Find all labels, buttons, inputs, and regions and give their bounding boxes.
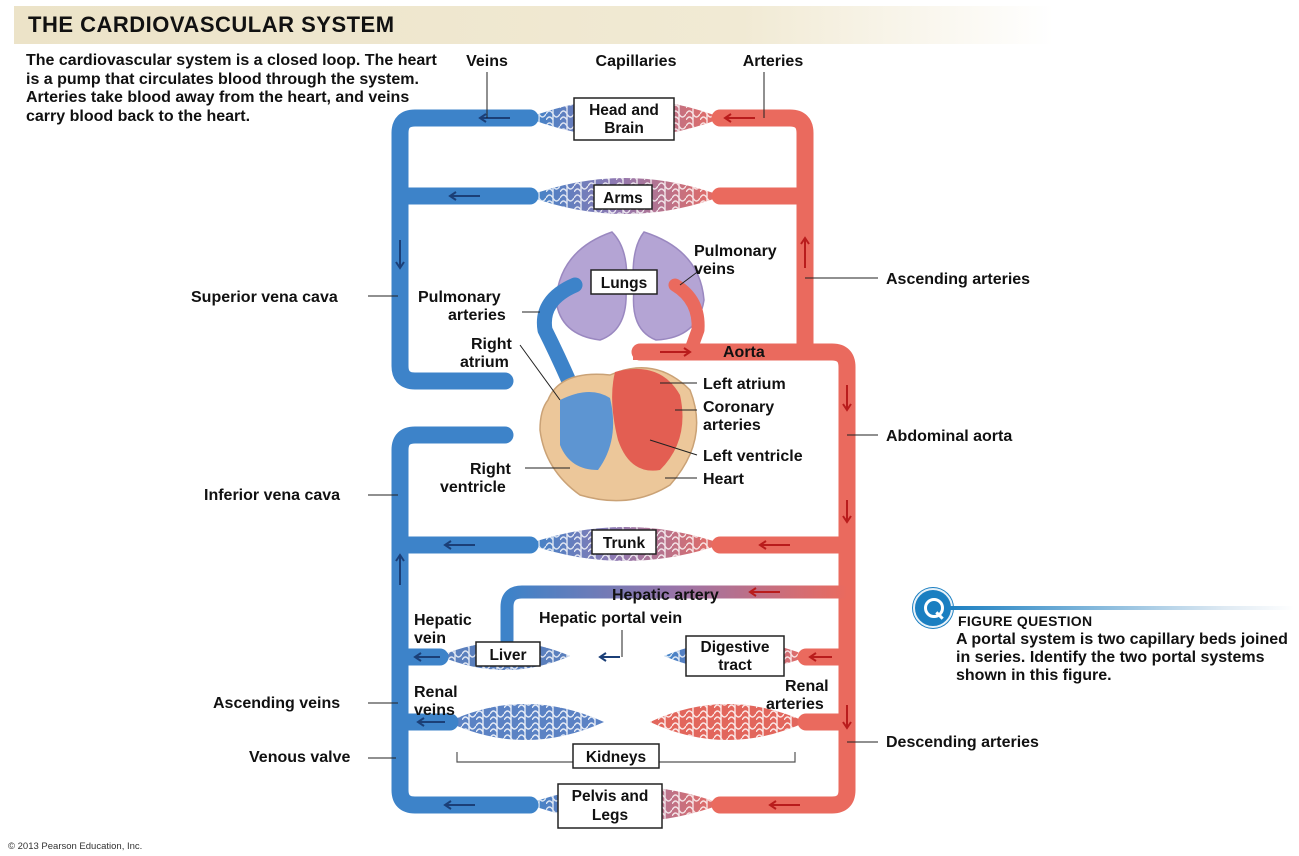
- flow-arrows: [395, 113, 852, 810]
- label-right-ventricle-2: ventricle: [440, 479, 506, 496]
- box-trunk: [591, 529, 657, 555]
- intro-text: The cardiovascular system is a closed lo…: [26, 52, 437, 125]
- label-venous-valve: Venous valve: [249, 749, 350, 766]
- label-renal-arteries-1: Renal: [785, 678, 829, 695]
- figure-question-heading: FIGURE QUESTION: [958, 613, 1093, 629]
- box-lungs: [590, 269, 658, 295]
- box-digestive: [685, 635, 785, 677]
- label-right-atrium-2: atrium: [460, 354, 509, 371]
- liver-label: Liver: [489, 647, 526, 664]
- label-superior-vena-cava: Superior vena cava: [191, 289, 338, 306]
- trunk-label: Trunk: [603, 535, 646, 552]
- box-liver: [475, 641, 541, 667]
- head-brain-line2: Brain: [604, 120, 644, 137]
- label-arteries: Arteries: [743, 53, 804, 70]
- box-arms: [593, 184, 653, 210]
- label-left-atrium: Left atrium: [703, 376, 786, 393]
- label-left-ventricle: Left ventricle: [703, 448, 803, 465]
- text-labels: Veins Capillaries Arteries Pulmonary vei…: [191, 53, 1039, 766]
- figure-question-rule: [948, 606, 1294, 610]
- label-inferior-vena-cava: Inferior vena cava: [204, 487, 340, 504]
- label-hepatic-artery: Hepatic artery: [612, 587, 719, 604]
- label-heart: Heart: [703, 471, 745, 488]
- title-band: [14, 6, 1054, 44]
- label-pulmonary-veins-1: Pulmonary: [694, 243, 777, 260]
- label-coronary-arteries-2: arteries: [703, 417, 761, 434]
- label-pulmonary-veins-2: veins: [694, 261, 735, 278]
- lungs-label: Lungs: [601, 275, 648, 292]
- label-ascending-veins: Ascending veins: [213, 695, 340, 712]
- label-hepatic-portal-vein: Hepatic portal vein: [539, 610, 682, 627]
- box-kidneys: [572, 743, 660, 769]
- digestive-line1: Digestive: [701, 639, 770, 656]
- kidneys-label: Kidneys: [586, 749, 646, 766]
- label-renal-arteries-2: arteries: [766, 696, 824, 713]
- label-renal-veins-1: Renal: [414, 684, 458, 701]
- label-right-atrium-1: Right: [471, 336, 513, 353]
- label-pulmonary-arteries-1: Pulmonary: [418, 289, 501, 306]
- label-veins: Veins: [466, 53, 508, 70]
- box-head-brain: [573, 97, 675, 141]
- question-icon: [913, 588, 953, 628]
- page-title: THE CARDIOVASCULAR SYSTEM: [28, 12, 395, 37]
- pelvis-line1: Pelvis and: [572, 788, 649, 805]
- label-ascending-arteries: Ascending arteries: [886, 271, 1030, 288]
- label-hepatic-vein-2: vein: [414, 630, 446, 647]
- organ-boxes: Head and Brain Arms Lungs Trunk Liver Di…: [456, 97, 796, 829]
- label-abdominal-aorta: Abdominal aorta: [886, 428, 1012, 445]
- leader-lines: [368, 72, 878, 759]
- heart: [539, 352, 698, 502]
- digestive-line2: tract: [718, 657, 752, 674]
- label-pulmonary-arteries-2: arteries: [448, 307, 506, 324]
- pelvis-line2: Legs: [592, 807, 628, 824]
- box-pelvis: [557, 783, 663, 829]
- label-capillaries: Capillaries: [596, 53, 677, 70]
- label-descending-arteries: Descending arteries: [886, 734, 1039, 751]
- figure-question-text: A portal system is two capillary beds jo…: [956, 631, 1288, 684]
- arms-label: Arms: [603, 190, 643, 207]
- label-aorta: Aorta: [723, 344, 765, 361]
- label-right-ventricle-1: Right: [470, 461, 512, 478]
- copyright: © 2013 Pearson Education, Inc.: [8, 841, 143, 852]
- label-hepatic-vein-1: Hepatic: [414, 612, 472, 629]
- head-brain-line1: Head and: [589, 102, 659, 119]
- label-renal-veins-2: veins: [414, 702, 455, 719]
- label-coronary-arteries-1: Coronary: [703, 399, 774, 416]
